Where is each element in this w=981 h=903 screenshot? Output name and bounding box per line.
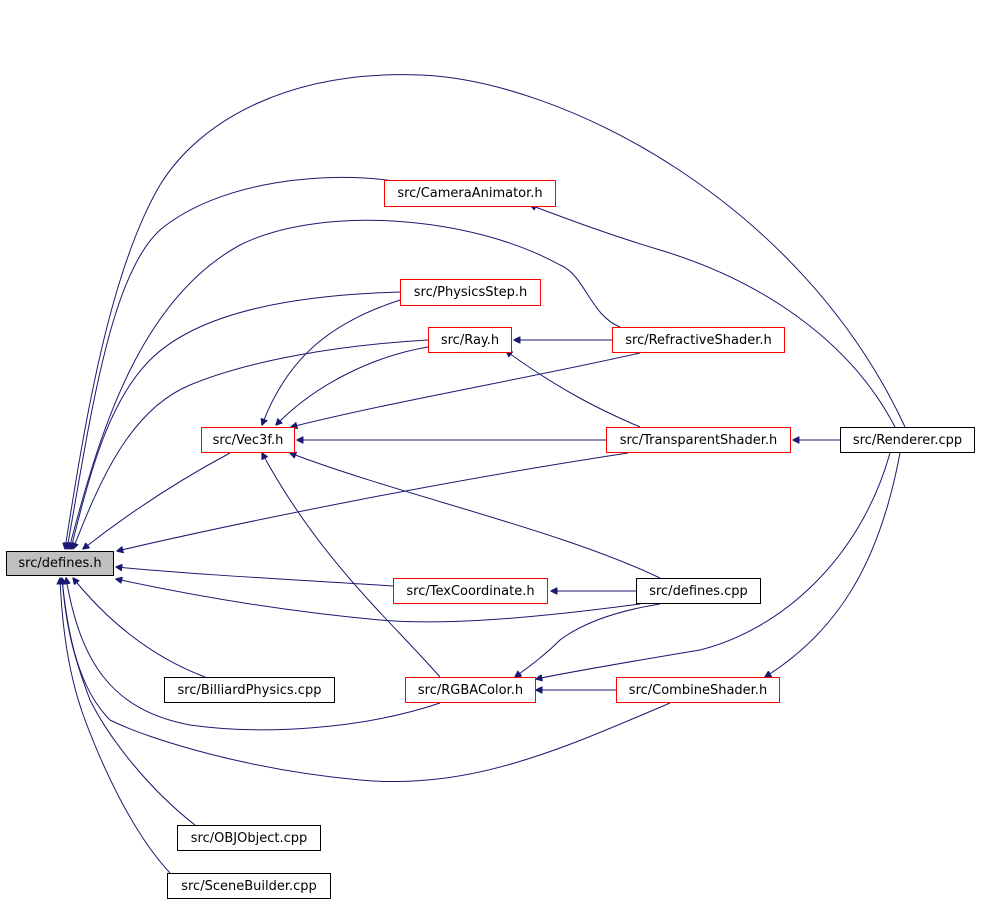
node-vec3f-h[interactable]: src/Vec3f.h [201,427,295,453]
edge-obj-object-to-defines-h [62,578,196,826]
node-vec3f-h-label: src/Vec3f.h [212,432,284,448]
edge-rgba-color-to-defines-h [66,578,441,731]
edge-scene-builder-to-defines-h [60,578,171,874]
node-defines-cpp[interactable]: src/defines.cpp [636,578,761,604]
node-obj-object-cpp[interactable]: src/OBJObject.cpp [177,825,321,851]
edge-combine-shader-to-defines-h [62,578,671,783]
edge-camera-animator-to-defines-h [67,176,401,549]
edge-billiard-physics-to-defines-h [73,578,206,678]
node-scene-builder-cpp-label: src/SceneBuilder.cpp [181,878,317,894]
node-rgba-color-h[interactable]: src/RGBAColor.h [405,677,536,703]
node-ray-h[interactable]: src/Ray.h [428,327,512,353]
node-billiard-physics-cpp[interactable]: src/BilliardPhysics.cpp [164,677,335,703]
edge-transparent-shader-to-defines-h [117,452,629,551]
edge-renderer-to-defines-h [65,74,906,549]
edge-tex-coordinate-to-defines-h [116,567,394,587]
edge-refractive-shader-to-defines-h [69,219,621,549]
node-combine-shader-h-label: src/CombineShader.h [628,682,768,698]
node-transparent-shader-h[interactable]: src/TransparentShader.h [606,427,791,453]
node-tex-coordinate-h-label: src/TexCoordinate.h [406,583,535,599]
node-camera-animator-h[interactable]: src/CameraAnimator.h [384,180,556,207]
node-defines-h: src/defines.h [6,551,114,576]
node-tex-coordinate-h[interactable]: src/TexCoordinate.h [393,578,548,604]
edge-vec3f-to-defines-h [83,452,231,549]
edge-rgba-color-to-vec3f [262,453,441,678]
edge-defines-cpp-to-rgba-color [515,603,661,677]
edge-defines-cpp-to-defines-h [116,579,641,623]
node-renderer-cpp-label: src/Renderer.cpp [852,432,963,448]
node-physics-step-h-label: src/PhysicsStep.h [413,285,528,300]
node-billiard-physics-cpp-label: src/BilliardPhysics.cpp [177,682,322,698]
node-ray-h-label: src/Ray.h [440,332,500,348]
edge-ray-to-defines-h [73,339,429,549]
node-defines-cpp-label: src/defines.cpp [649,583,748,599]
edge-ray-to-vec3f [276,346,429,425]
node-transparent-shader-h-label: src/TransparentShader.h [619,432,778,448]
node-defines-h-label: src/defines.h [18,556,102,571]
node-physics-step-h[interactable]: src/PhysicsStep.h [400,279,541,306]
edge-renderer-to-combine-shader [765,452,901,677]
node-rgba-color-h-label: src/RGBAColor.h [417,682,524,698]
node-combine-shader-h[interactable]: src/CombineShader.h [616,677,780,703]
edge-defines-cpp-to-vec3f [290,453,661,579]
node-obj-object-cpp-label: src/OBJObject.cpp [190,830,308,846]
edge-transparent-shader-to-ray [506,351,641,428]
edge-refractive-shader-to-vec3f [291,352,641,427]
edge-physics-step-to-vec3f [262,299,401,425]
edge-physics-step-to-defines-h [71,291,401,549]
node-camera-animator-h-label: src/CameraAnimator.h [397,186,543,201]
edge-renderer-to-rgba-color [536,452,891,679]
node-scene-builder-cpp[interactable]: src/SceneBuilder.cpp [167,873,331,899]
node-refractive-shader-h-label: src/RefractiveShader.h [625,332,772,348]
node-refractive-shader-h[interactable]: src/RefractiveShader.h [612,327,785,353]
edges [60,74,906,874]
edge-renderer-to-camera-animator [530,205,896,428]
node-renderer-cpp[interactable]: src/Renderer.cpp [840,427,975,453]
